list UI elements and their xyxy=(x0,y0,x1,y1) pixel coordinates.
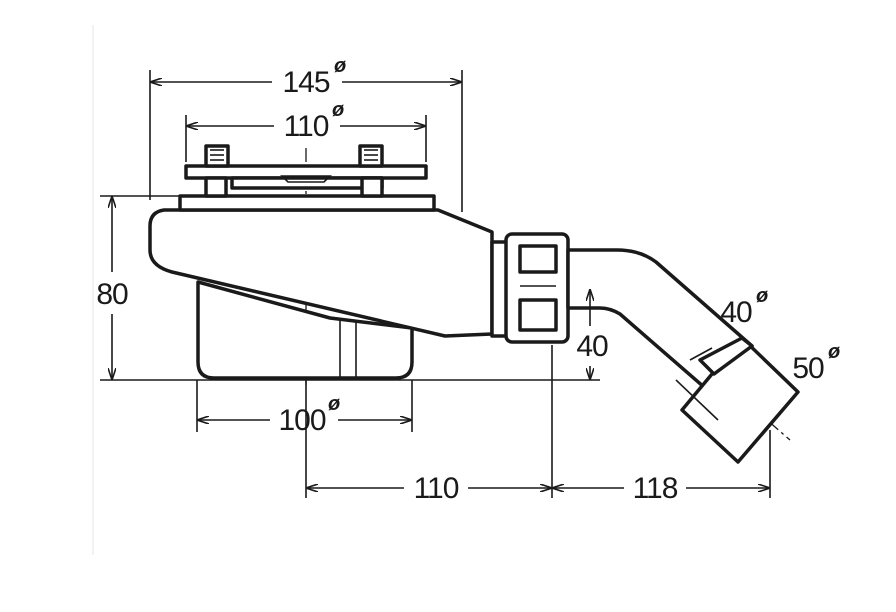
dim-145-label: 145 xyxy=(282,66,329,99)
dim-50-diameter-label: 50 xyxy=(792,352,824,385)
outlet-socket xyxy=(675,336,800,464)
dim-145-diameter-symbol: ø xyxy=(334,55,346,77)
dim-40-diameter-symbol: ø xyxy=(756,285,768,307)
dimension-lines xyxy=(112,82,770,488)
dim-100-diameter-symbol: ø xyxy=(328,393,340,415)
dim-50-diameter-symbol: ø xyxy=(828,341,840,363)
dim-110-top-diameter-symbol: ø xyxy=(332,99,344,121)
dim-40-height-label: 40 xyxy=(576,330,608,363)
drain-body xyxy=(148,144,494,380)
dim-110-bottom-label: 110 xyxy=(414,472,459,505)
union-nut xyxy=(490,232,570,344)
dim-100-label: 100 xyxy=(278,404,325,437)
dim-110-top-label: 110 xyxy=(284,110,329,143)
dim-118-label: 118 xyxy=(633,472,678,505)
dim-40-diameter-label: 40 xyxy=(720,296,752,329)
dim-80-label: 80 xyxy=(96,278,128,311)
